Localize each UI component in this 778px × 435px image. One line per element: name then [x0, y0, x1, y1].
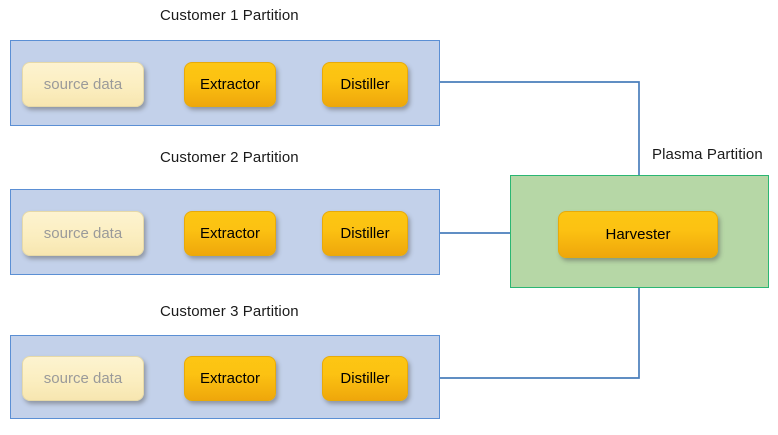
node-extractor-row3[interactable]: Extractor: [184, 356, 276, 401]
node-source-data-row3[interactable]: source data: [22, 356, 144, 401]
node-source-data-row1[interactable]: source data: [22, 62, 144, 107]
caption-customer-3-partition: Customer 3 Partition: [160, 303, 299, 320]
node-distiller-row1[interactable]: Distiller: [322, 62, 408, 107]
node-distiller-row3[interactable]: Distiller: [322, 356, 408, 401]
node-extractor-row1[interactable]: Extractor: [184, 62, 276, 107]
node-distiller-row2[interactable]: Distiller: [322, 211, 408, 256]
caption-plasma-partition: Plasma Partition: [652, 146, 763, 163]
node-source-data-row2[interactable]: source data: [22, 211, 144, 256]
node-harvester[interactable]: Harvester: [558, 211, 718, 258]
caption-customer-2-partition: Customer 2 Partition: [160, 149, 299, 166]
node-extractor-row2[interactable]: Extractor: [184, 211, 276, 256]
caption-customer-1-partition: Customer 1 Partition: [160, 7, 299, 24]
